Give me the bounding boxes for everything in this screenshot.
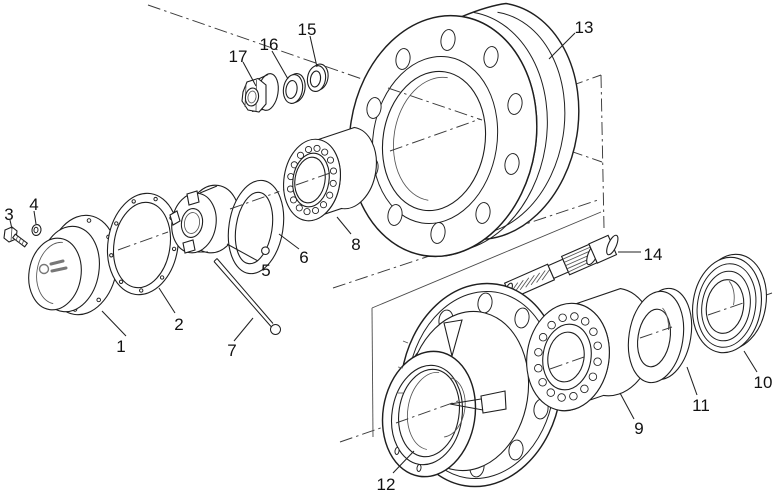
leader-7 bbox=[233, 317, 254, 342]
leader-17 bbox=[242, 61, 257, 87]
part-8-bearing-cone bbox=[283, 126, 377, 222]
leader-12 bbox=[392, 450, 415, 474]
part-label-7: 7 bbox=[227, 341, 236, 360]
part-17-flange-nut bbox=[241, 73, 279, 113]
part-11-spacer-ring bbox=[627, 287, 693, 384]
leader-4 bbox=[33, 210, 37, 225]
leader-15 bbox=[309, 35, 318, 68]
part-10-oil-seal bbox=[692, 253, 767, 354]
hub-cast-rib bbox=[443, 319, 463, 359]
leader-11 bbox=[686, 366, 698, 396]
leader-9 bbox=[619, 392, 635, 420]
part-3-bolt bbox=[3, 226, 29, 248]
part-label-2: 2 bbox=[174, 315, 183, 334]
part-1-hub-cap bbox=[28, 214, 118, 316]
part-label-17: 17 bbox=[229, 47, 248, 66]
part-label-10: 10 bbox=[754, 373, 773, 392]
part-2-gasket bbox=[106, 192, 180, 296]
centerline-overlays bbox=[117, 87, 747, 424]
part-label-14: 14 bbox=[644, 245, 663, 264]
part-label-13: 13 bbox=[575, 18, 594, 37]
part-4-washer bbox=[31, 223, 42, 237]
part-9-bearing-cone bbox=[526, 288, 654, 412]
bolt-thread-marks bbox=[15, 236, 24, 246]
panel-top-edge bbox=[371, 211, 602, 309]
washer-tab bbox=[261, 246, 270, 256]
part-label-8: 8 bbox=[351, 235, 360, 254]
part-label-9: 9 bbox=[634, 419, 643, 438]
manufacturer-logo bbox=[38, 259, 68, 275]
part-label-4: 4 bbox=[29, 195, 38, 214]
bearing-rollers bbox=[286, 144, 338, 216]
part-label-5: 5 bbox=[261, 261, 270, 280]
part-label-15: 15 bbox=[298, 20, 317, 39]
part-label-11: 11 bbox=[692, 396, 710, 415]
leader-16 bbox=[271, 50, 289, 80]
part-label-3: 3 bbox=[4, 205, 13, 224]
part-label-1: 1 bbox=[116, 337, 125, 356]
stud-spline-lines bbox=[562, 246, 597, 273]
leader-3 bbox=[9, 219, 13, 230]
leader-6 bbox=[278, 233, 300, 250]
part-6-tab-washer bbox=[227, 179, 285, 275]
part-label-6: 6 bbox=[299, 248, 308, 267]
part-label-16: 16 bbox=[260, 35, 279, 54]
part-number-labels: 1 2 3 4 5 6 7 8 9 10 11 12 13 14 15 16 1… bbox=[4, 18, 772, 494]
part-14-wheel-stud bbox=[503, 234, 619, 300]
hub-key-lug bbox=[449, 390, 507, 414]
leader-13 bbox=[548, 32, 576, 60]
gasket-holes bbox=[109, 196, 177, 293]
part-7-cotter-pin bbox=[213, 258, 281, 335]
castle-nut-slots bbox=[169, 190, 200, 254]
hub-flange-edge-marks bbox=[397, 340, 409, 394]
part-16-lock-washer bbox=[282, 73, 306, 104]
part-15-washer bbox=[306, 63, 329, 92]
part-13-brake-drum bbox=[348, 2, 580, 258]
bearing-rollers bbox=[534, 312, 602, 402]
centerline-panel-right-edge bbox=[600, 74, 605, 229]
leader-1 bbox=[101, 310, 127, 337]
leader-10 bbox=[743, 350, 758, 373]
part-label-12: 12 bbox=[377, 475, 396, 494]
part-5-castle-nut bbox=[169, 184, 240, 254]
panel-left-edge bbox=[371, 307, 374, 438]
leader-2 bbox=[158, 287, 176, 314]
leader-5 bbox=[226, 243, 259, 262]
leader-8 bbox=[336, 216, 352, 235]
leader-lines bbox=[9, 32, 758, 474]
